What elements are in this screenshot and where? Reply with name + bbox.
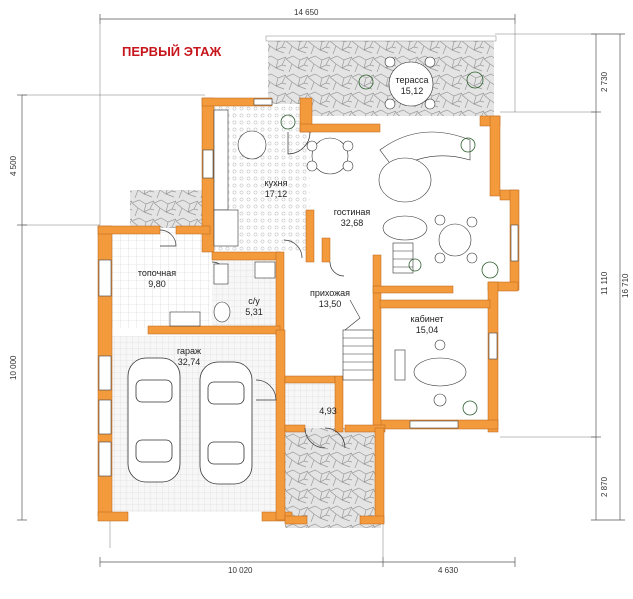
dim-right-middle: 11 110 (600, 271, 609, 295)
terrace-name: терасса (395, 75, 429, 85)
office-area: 15,04 (415, 325, 439, 335)
terrace-area: 15,12 (400, 86, 424, 96)
plants (280, 71, 499, 416)
living-label: гостиная 32,68 (334, 207, 371, 229)
hall-area: 13,50 (318, 299, 342, 309)
furniture (169, 56, 478, 407)
hall-label: прихожая 13,50 (310, 288, 350, 310)
garage-label: гараж 32,74 (177, 346, 201, 368)
dim-bottom-left: 10 020 (228, 566, 253, 575)
office-name: кабинет (410, 314, 444, 324)
vestibule-label: 4,93 (319, 406, 337, 417)
porch-stone-left (130, 190, 208, 228)
bathroom-area: 5,31 (245, 307, 263, 317)
living-name: гостиная (333, 207, 371, 217)
kitchen-name: кухня (264, 178, 288, 188)
garage-area: 32,74 (177, 357, 201, 367)
cars (127, 357, 253, 485)
hall-name: прихожая (309, 288, 351, 298)
doors (159, 131, 346, 449)
car-right (199, 361, 253, 485)
car-left (127, 357, 181, 483)
living-area: 32,68 (340, 218, 364, 228)
terrace-label: терасса 15,12 (395, 75, 428, 97)
dim-left-upper: 4 500 (9, 155, 18, 176)
porch-stone-bottom (285, 428, 381, 528)
dim-bottom-right: 4 630 (438, 566, 459, 575)
kitchen-area: 17,12 (264, 189, 288, 199)
dim-right-top: 2 730 (600, 71, 609, 92)
garage-name: гараж (176, 346, 202, 356)
vestibule-area: 4,93 (319, 406, 337, 416)
dim-left-lower: 10 000 (9, 355, 18, 380)
windows (98, 98, 519, 477)
kitchen-label: кухня 17,12 (265, 178, 288, 200)
office-label: кабинет 15,04 (410, 314, 443, 336)
bathroom-label: с/у 5,31 (245, 296, 263, 318)
boiler-name: топочная (137, 268, 177, 278)
bathroom-name: с/у (248, 296, 260, 306)
staircase (342, 242, 414, 381)
boiler-floor (108, 228, 210, 328)
dimension-lines (17, 14, 625, 567)
boiler-label: топочная 9,80 (138, 268, 176, 290)
dim-right-total: 16 710 (621, 273, 630, 298)
vestibule-floor (285, 380, 335, 428)
plan-title: ПЕРВЫЙ ЭТАЖ (122, 44, 222, 59)
dim-right-bottom: 2 870 (600, 476, 609, 497)
boiler-area: 9,80 (148, 279, 166, 289)
dim-top-total: 14 650 (294, 8, 319, 17)
